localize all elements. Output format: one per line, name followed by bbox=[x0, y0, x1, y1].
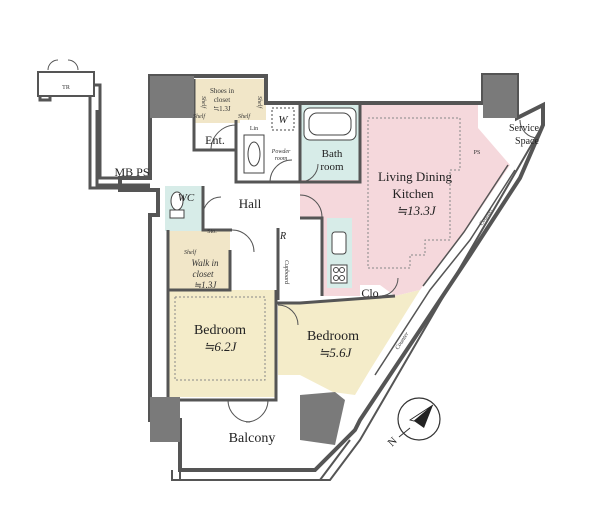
service-space-line-2: Space bbox=[515, 136, 539, 147]
bath-room-line-2: room bbox=[320, 161, 344, 173]
hall-label: Hall bbox=[239, 196, 262, 211]
interior-wall-1 bbox=[201, 186, 232, 232]
shoes-closet-line-2: closet bbox=[214, 96, 230, 104]
walk-in-closet-line-1: Walk in bbox=[192, 258, 219, 268]
tr-label: TR bbox=[62, 85, 70, 91]
r-label: R bbox=[279, 231, 286, 242]
door-swings bbox=[47, 59, 539, 423]
shelf-label-a: Shelf bbox=[200, 96, 207, 109]
mb-ps-corridor bbox=[38, 83, 150, 190]
ldk-line-1: Living Dining bbox=[378, 169, 453, 184]
interior-wall-3 bbox=[166, 290, 278, 402]
washbasin-icon bbox=[243, 134, 265, 174]
wc-fill bbox=[165, 186, 203, 231]
north-label: N bbox=[386, 435, 400, 449]
interior-wall-2 bbox=[166, 230, 232, 292]
interior-wall-4 bbox=[276, 294, 396, 305]
balcony-label: Balcony bbox=[229, 431, 276, 446]
ent-label: Ent. bbox=[205, 133, 225, 147]
door-ent bbox=[210, 124, 237, 151]
door-tr-1 bbox=[47, 59, 59, 71]
shelf-label-b: Shelf bbox=[256, 96, 263, 109]
bedroom-2-name: Bedroom bbox=[307, 329, 359, 344]
interior-wall-5 bbox=[298, 103, 362, 184]
shelf-label-e: Shelf bbox=[184, 249, 197, 256]
ldk-line-2: Kitchen bbox=[392, 186, 434, 201]
sto-label: Sto. bbox=[207, 229, 217, 235]
clo-label: Clo bbox=[361, 286, 378, 300]
bath-room-line-1: Bath bbox=[322, 148, 343, 160]
toilet-icon bbox=[169, 191, 185, 219]
sink-icon bbox=[331, 231, 347, 255]
door-powder bbox=[269, 159, 293, 183]
bedroom-1-name: Bedroom bbox=[194, 323, 246, 338]
walk-in-closet-fill bbox=[168, 230, 230, 290]
door-bedroom-2 bbox=[277, 304, 299, 326]
column-4 bbox=[300, 392, 345, 445]
tr-box bbox=[37, 71, 95, 97]
shelf-label-d: Shelf bbox=[238, 113, 251, 120]
w-label: W bbox=[278, 114, 288, 126]
columns bbox=[150, 75, 517, 445]
door-bedroom-1 bbox=[231, 229, 255, 253]
north-arrow-icon: N bbox=[386, 397, 441, 449]
shoes-closet-line-1: Shoes in bbox=[210, 87, 234, 95]
interior-wall-8 bbox=[300, 216, 324, 296]
labels: TR MB PS Shelf Shoes in closet ≒1.3J She… bbox=[62, 85, 539, 446]
wc-label: WC bbox=[178, 192, 195, 204]
walk-in-closet-line-2: closet bbox=[193, 269, 214, 279]
column-2 bbox=[483, 75, 517, 118]
service-space-line-1: Service bbox=[509, 123, 540, 134]
door-bath bbox=[299, 163, 319, 183]
door-tr-2 bbox=[67, 59, 79, 71]
door-ldk bbox=[299, 194, 323, 218]
stove-icon bbox=[330, 264, 348, 284]
mb-ps-corridor-outer bbox=[95, 110, 150, 187]
mb-ps-label: MB PS bbox=[114, 165, 149, 179]
bedroom-ceiling-line bbox=[174, 296, 266, 381]
fixtures bbox=[169, 107, 357, 284]
lin-label: Lin bbox=[250, 126, 258, 132]
ps-small-label: PS bbox=[474, 150, 481, 156]
bathtub-icon bbox=[303, 107, 357, 141]
door-clo bbox=[379, 277, 399, 297]
shelf-label-c: Shelf bbox=[193, 113, 206, 120]
door-balcony-2 bbox=[245, 399, 269, 423]
shoes-closet-line-3: ≒1.3J bbox=[213, 105, 231, 113]
ldk-ceiling-line bbox=[367, 117, 461, 269]
shoes-closet-fill bbox=[194, 79, 266, 123]
door-balcony-1 bbox=[227, 399, 251, 423]
balcony-rail bbox=[171, 124, 544, 481]
ldk-line-3: ≒13.3J bbox=[396, 203, 437, 218]
bedroom-1-size: ≒6.2J bbox=[204, 339, 238, 354]
cupboard-label: Cupboard bbox=[283, 260, 289, 285]
bedroom-2-size: ≒5.6J bbox=[319, 345, 353, 360]
powder-room-line-2: room bbox=[275, 156, 288, 162]
powder-room-line-1: Powder bbox=[271, 149, 291, 155]
washing-machine-icon bbox=[271, 107, 295, 131]
bedroom-2-fill bbox=[278, 290, 420, 395]
door-wc bbox=[202, 196, 222, 216]
column-1 bbox=[150, 76, 194, 118]
walk-in-closet-line-3: ≒1.3J bbox=[194, 280, 218, 290]
bedroom-1-fill bbox=[168, 290, 276, 397]
counter-edge bbox=[374, 169, 516, 376]
column-3 bbox=[150, 397, 180, 442]
counter-edge-2 bbox=[422, 164, 509, 287]
